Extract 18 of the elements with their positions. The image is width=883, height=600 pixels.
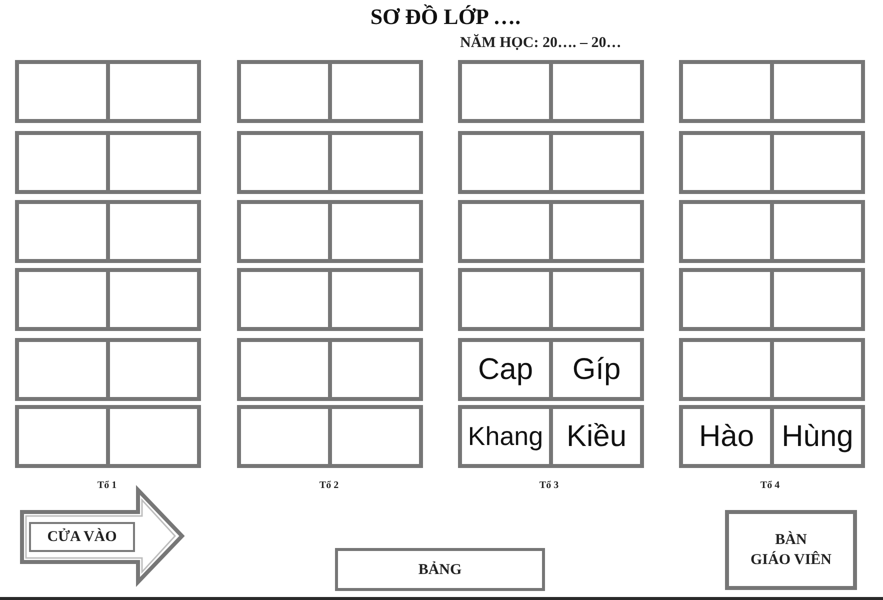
group-label: Tổ 2 (319, 480, 339, 492)
student-name: Khang (468, 422, 544, 451)
student-name: Cap (478, 353, 534, 386)
student-name: Kiều (566, 420, 627, 453)
student-name: Hùng (782, 420, 854, 453)
board-label: BẢNG (418, 560, 462, 580)
title: SƠ ĐỒ LỚP …. (370, 4, 521, 30)
group-label: Tổ 4 (760, 480, 780, 492)
entrance-label: CỬA VÀO (29, 522, 135, 552)
group-label: Tổ 1 (97, 480, 117, 492)
student-name: Gíp (572, 353, 621, 386)
teacher-desk (725, 510, 857, 590)
teacher-desk-label: BÀN GIÁO VIÊN (750, 530, 832, 570)
school-year-label: NĂM HỌC: 20…. – 20… (460, 35, 622, 52)
group-label: Tổ 3 (539, 480, 559, 492)
blackboard (335, 548, 545, 591)
student-name: Hào (698, 420, 754, 453)
entrance-arrow (20, 488, 184, 584)
